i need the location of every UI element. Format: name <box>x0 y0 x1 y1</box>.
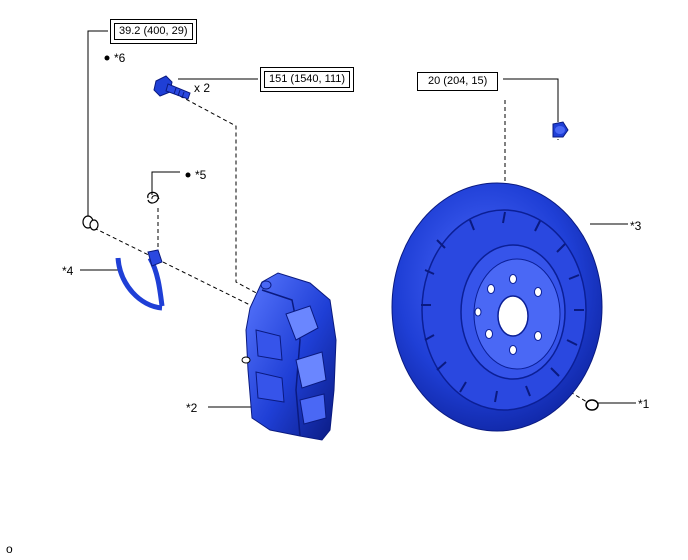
clip-5 <box>147 191 160 204</box>
callout-2: *2 <box>186 401 198 415</box>
caliper-bolt-torque-box: 151 (1540, 111) <box>259 67 355 92</box>
rotor-set-screw <box>552 121 569 138</box>
caliper-bolt-torque-value: 151 (1540, 111) <box>269 73 346 85</box>
callout-1: *1 <box>638 397 650 411</box>
bleeder-plug <box>82 215 99 231</box>
rotor-screw-torque-value: 20 (204, 15) <box>428 75 488 87</box>
callout-5: *5 <box>195 168 207 182</box>
corner-mark: o <box>6 542 13 556</box>
bullet-dot-5 <box>185 172 191 178</box>
brake-caliper <box>241 272 337 441</box>
leader-lines <box>80 30 636 408</box>
flexible-hose <box>115 249 165 311</box>
part-1-ring <box>585 399 599 411</box>
callout-3: *3 <box>630 219 642 233</box>
caliper-mounting-bolt <box>153 75 191 100</box>
bleeder-torque-value: 39.2 (400, 29) <box>119 25 188 37</box>
bleeder-torque-box: 39.2 (400, 29) <box>110 19 197 44</box>
brake-rotor <box>391 182 603 432</box>
rotor-screw-torque-box: 20 (204, 15) <box>417 72 499 91</box>
bullet-dot-6 <box>104 55 110 61</box>
callout-4: *4 <box>62 264 74 278</box>
callout-6: *6 <box>114 51 126 65</box>
caliper-bolt-quantity: x 2 <box>194 81 211 95</box>
